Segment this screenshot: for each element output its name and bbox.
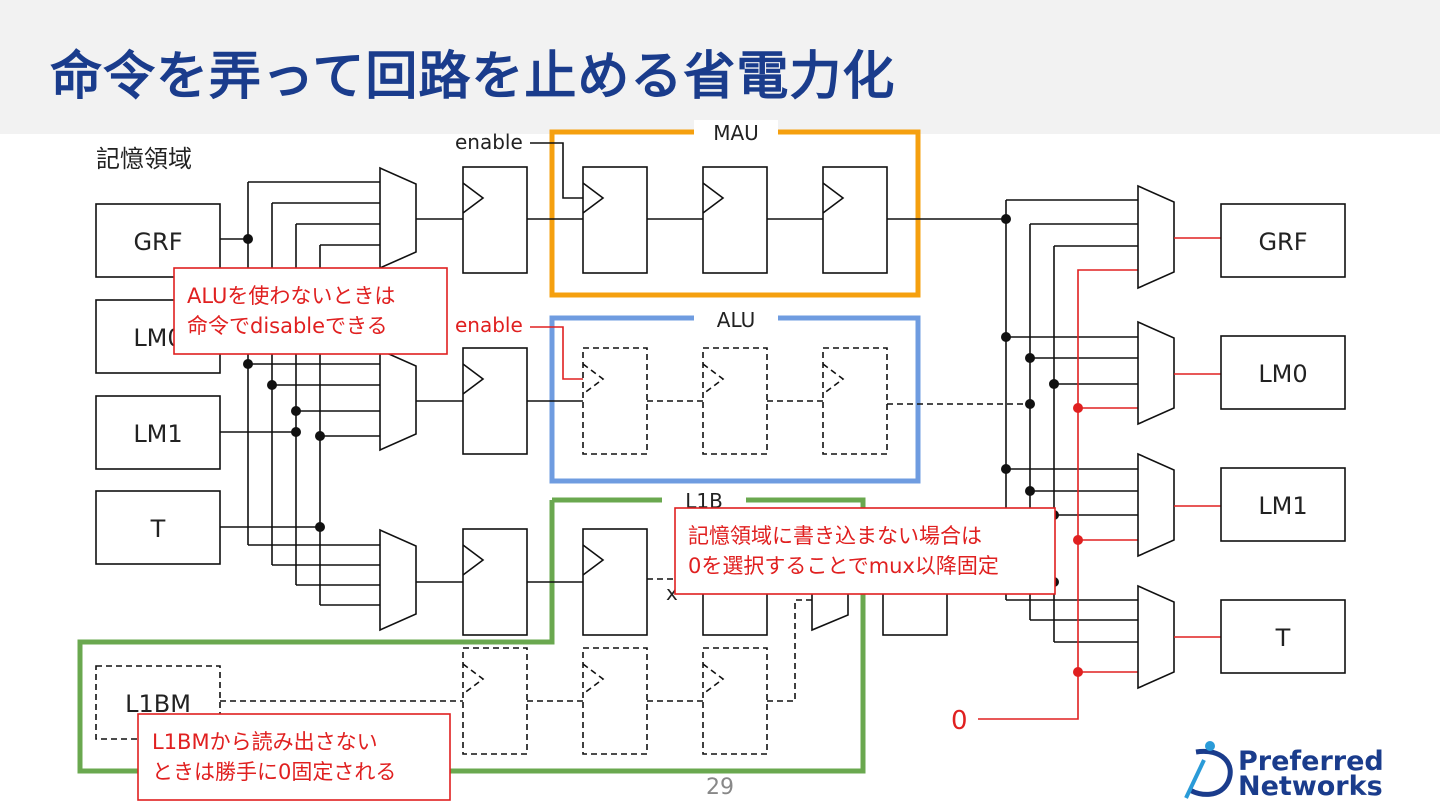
enable-alu-label: enable: [455, 313, 523, 337]
svg-text:0を選択することでmux以降固定: 0を選択することでmux以降固定: [688, 554, 999, 578]
svg-text:T: T: [150, 515, 166, 543]
svg-text:T: T: [1275, 624, 1291, 652]
output-bus-wiring: [947, 199, 1138, 643]
output-mux-lm0: [1137, 320, 1175, 426]
output-lm1: LM1: [1220, 467, 1346, 542]
input-mux-1: [379, 166, 417, 270]
l1b-block: [77, 497, 866, 774]
input-mux-2: [379, 348, 417, 452]
output-lm0: LM0: [1220, 335, 1346, 410]
output-mux-t: [1137, 584, 1175, 690]
company-logo: Preferred Networks: [1184, 741, 1384, 802]
svg-text:GRF: GRF: [1258, 228, 1307, 256]
svg-text:記憶領域に書き込まない場合は: 記憶領域に書き込まない場合は: [688, 524, 982, 548]
zero-label: 0: [951, 706, 968, 736]
svg-text:GRF: GRF: [133, 228, 182, 256]
l1bm-stage-2: [702, 647, 768, 755]
output-grf: GRF: [1220, 203, 1346, 278]
alu-stage-2: [702, 347, 768, 455]
svg-text:Preferred: Preferred: [1238, 746, 1384, 777]
mau-label: MAU: [713, 121, 759, 145]
mau-stage-3: [822, 166, 888, 274]
svg-text:ときは勝手に0固定される: ときは勝手に0固定される: [152, 760, 396, 784]
alu-stage-1: [582, 347, 648, 455]
l1b-stage-1: [582, 528, 648, 636]
register-col1-row3: [462, 528, 528, 636]
mau-stage-2: [702, 166, 768, 274]
input-lm1: LM1: [95, 395, 221, 470]
svg-text:命令でdisableできる: 命令でdisableできる: [187, 314, 388, 338]
input-grf: GRF: [95, 203, 221, 278]
alu-stage-3: [822, 347, 888, 455]
output-t: T: [1220, 599, 1346, 674]
slide-title: 命令を弄って回路を止める省電力化: [50, 47, 896, 107]
callout-alu: ALUを使わないときは 命令でdisableできる: [173, 267, 448, 355]
output-mux-grf: [1137, 184, 1175, 290]
logo-mark-icon: [1184, 741, 1233, 799]
l1bm-stage-1: [582, 647, 648, 755]
output-mux-lm1: [1137, 452, 1175, 558]
storage-label: 記憶領域: [96, 145, 192, 173]
input-mux-3: [379, 528, 417, 632]
svg-text:ALUを使わないときは: ALUを使わないときは: [187, 284, 395, 308]
svg-text:LM1: LM1: [133, 420, 182, 448]
register-col1-row2: [462, 347, 528, 455]
enable-mau-label: enable: [455, 130, 523, 154]
alu-label: ALU: [717, 308, 755, 332]
register-col1-row4: [462, 647, 528, 755]
svg-text:LM1: LM1: [1258, 492, 1307, 520]
zero-select-wiring: [978, 269, 1138, 720]
svg-text:Networks: Networks: [1238, 771, 1383, 802]
input-t: T: [95, 490, 221, 565]
svg-text:L1BMから読み出さない: L1BMから読み出さない: [152, 730, 378, 754]
input-bus-wiring: [220, 181, 380, 606]
mau-stage-1: [582, 166, 648, 274]
title-bar: 命令を弄って回路を止める省電力化: [0, 0, 1440, 134]
page-number: 29: [706, 775, 734, 800]
callout-storage: 記憶領域に書き込まない場合は 0を選択することでmux以降固定: [674, 507, 1056, 595]
register-col1-row1: [462, 166, 528, 274]
callout-l1bm: L1BMから読み出さない ときは勝手に0固定される: [137, 713, 451, 801]
svg-text:LM0: LM0: [1258, 360, 1307, 388]
